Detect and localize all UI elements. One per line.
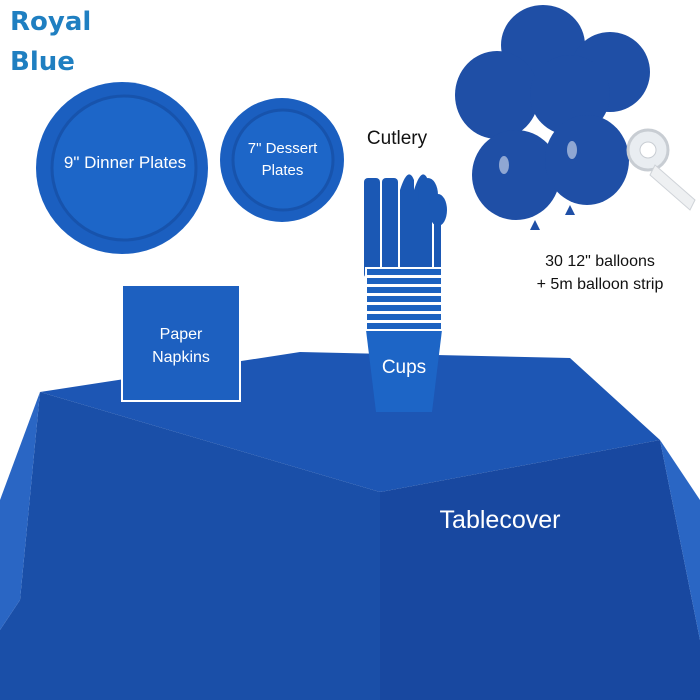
dinner-plate-image [36, 82, 208, 254]
napkins-label: Paper Napkins [122, 323, 240, 369]
dessert-plate-image [220, 98, 344, 222]
cups-label: Cups [381, 357, 427, 378]
balloons-line-1: 30 12" balloons [545, 253, 655, 270]
dessert-plates-line-2: Plates [261, 162, 304, 179]
balloon-strip-image [626, 128, 696, 211]
title-line-1: Royal [10, 7, 92, 37]
balloons-image [455, 5, 650, 230]
page-title: Royal Blue [10, 2, 91, 82]
napkin-image [121, 284, 241, 402]
tablecover-label: Tablecover [439, 506, 561, 534]
cups-image [365, 267, 443, 412]
cutlery-label: Cutlery [366, 128, 428, 149]
balloons-line-2: + 5m balloon strip [536, 276, 664, 293]
dessert-plates-line-1: 7" Dessert [247, 140, 318, 157]
napkins-line-2: Napkins [152, 349, 210, 366]
cutlery-image [364, 174, 447, 280]
napkins-line-1: Paper [159, 326, 203, 343]
dinner-plates-label: 9" Dinner Plates [63, 153, 187, 172]
title-line-2: Blue [10, 47, 75, 77]
dessert-plates-label: 7" Dessert Plates [230, 138, 335, 182]
balloons-label: 30 12" balloons + 5m balloon strip [500, 250, 700, 296]
tablecover-image [0, 352, 700, 700]
